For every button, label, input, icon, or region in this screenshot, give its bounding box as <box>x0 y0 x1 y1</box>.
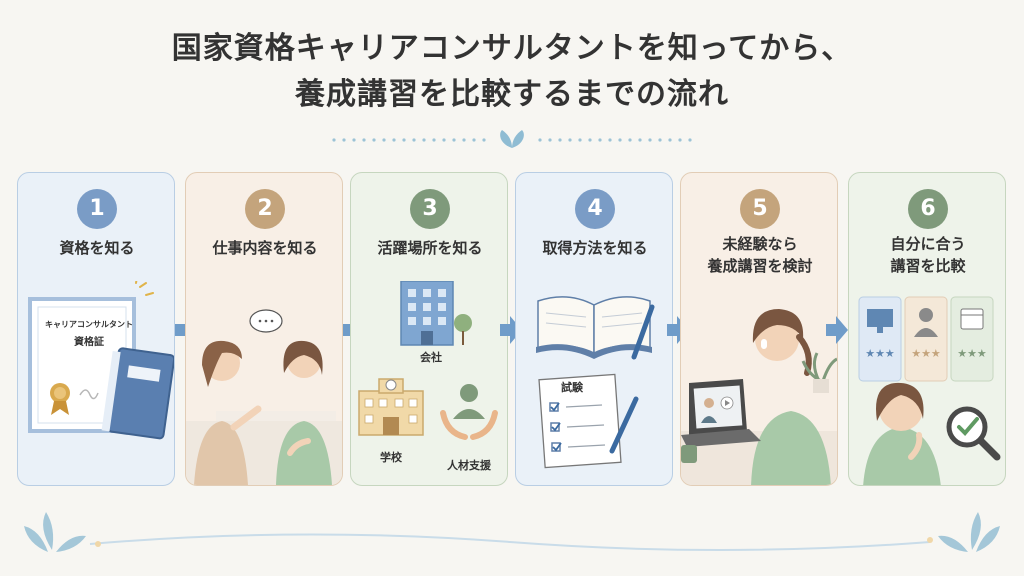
svg-text:★★★: ★★★ <box>865 347 895 360</box>
step-label: 活躍場所を知る <box>377 239 483 257</box>
step-card-5: 5 未経験なら 養成講習を検討 <box>680 172 838 486</box>
svg-text:★★★: ★★★ <box>911 347 941 360</box>
step-number-badge: 4 <box>575 189 615 229</box>
step-label: 自分に合う 講習を比較 <box>849 233 1005 277</box>
step-label: 資格を知る <box>59 239 135 257</box>
step-card-3: 3 活躍場所を知る 会社 学校 人材支援 <box>350 172 508 486</box>
step-label-line-2: 養成講習を検討 <box>707 257 813 275</box>
step-number-badge: 3 <box>410 189 450 229</box>
hr-support-label: 人材支援 <box>447 459 491 472</box>
exam-label: 試験 <box>561 381 583 394</box>
step-label-line-2: 講習を比較 <box>890 257 966 275</box>
step-card-1: 1 資格を知る キャリアコンサルタント 資格証 <box>17 172 175 486</box>
step-label: 取得方法を知る <box>542 239 648 257</box>
step-number-badge: 1 <box>77 189 117 229</box>
title-line-2: 養成講習を比較するまでの流れ <box>295 77 729 112</box>
step-card-4: 4 取得方法を知る 試験 <box>515 172 673 486</box>
svg-text:★★★: ★★★ <box>957 347 987 360</box>
book-exam-illustration <box>536 296 655 469</box>
step-card-2: 2 仕事内容を知る <box>185 172 343 486</box>
bottom-leaf-decoration-icon <box>24 512 1000 552</box>
school-label: 学校 <box>380 451 402 464</box>
step-label-line-1: 未経験なら <box>722 235 798 253</box>
certificate-line-2: 資格証 <box>74 337 104 348</box>
step-label: 未経験なら 養成講習を検討 <box>681 233 837 277</box>
online-study-illustration <box>681 309 837 485</box>
arrow-right-icon <box>500 316 522 344</box>
certificate-line-1: キャリアコンサルタント <box>45 320 133 329</box>
arrow-right-icon <box>667 316 689 344</box>
step-card-6: 6 自分に合う 講習を比較 ★★★ ★★★ ★★★ <box>848 172 1006 486</box>
workplaces-illustration <box>358 281 498 440</box>
title-line-1: 国家資格キャリアコンサルタントを知ってから、 <box>171 31 853 66</box>
title-divider-leaf-icon <box>332 130 692 148</box>
step-number-badge: 6 <box>908 189 948 229</box>
certificate-book-illustration <box>28 281 174 440</box>
compare-courses-illustration: ★★★ ★★★ ★★★ <box>858 296 1001 485</box>
step-number-badge: 5 <box>740 189 780 229</box>
step-label: 仕事内容を知る <box>212 239 318 257</box>
page-title: 国家資格キャリアコンサルタントを知ってから、 養成講習を比較するまでの流れ <box>0 26 1024 118</box>
company-label: 会社 <box>420 351 442 364</box>
step-number-badge: 2 <box>245 189 285 229</box>
arrow-right-icon <box>826 316 848 344</box>
step-label-line-1: 自分に合う <box>890 235 966 253</box>
consultation-illustration <box>186 309 342 485</box>
